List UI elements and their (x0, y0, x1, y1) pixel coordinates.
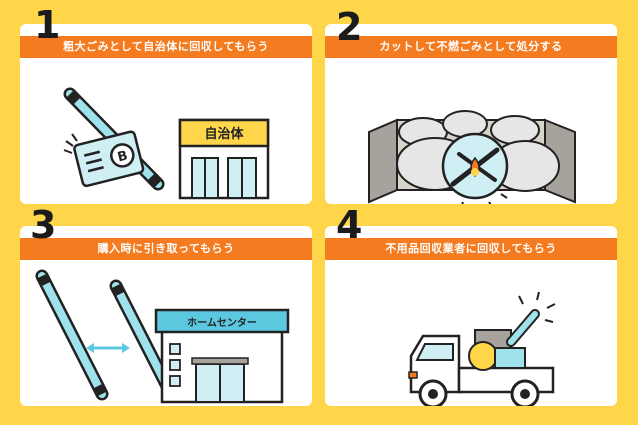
municipal-building-icon: 自治体 (178, 118, 270, 200)
fluorescent-tube-icon (35, 269, 109, 401)
step-3-illustration: ホームセンター (35, 269, 290, 404)
step-2-number: 2 (336, 5, 363, 49)
step-2-illustration (368, 110, 576, 204)
sparkle-icon (518, 291, 556, 323)
municipal-sign: 自治体 (204, 126, 244, 142)
step-4-number: 4 (336, 203, 363, 247)
incombustible-bag-icon (441, 132, 509, 200)
store-sign: ホームセンター (187, 317, 257, 329)
step-1-label: 粗大ごみとして自治体に回収してもらう (20, 36, 312, 58)
step-card-3: 購入時に引き取ってもらう ホームセンター (20, 226, 312, 406)
exchange-arrow-icon (86, 343, 130, 353)
step-1-illustration: B 自治体 (63, 87, 270, 200)
step-1-number: 1 (34, 3, 61, 47)
ticket-card-icon: B (73, 130, 145, 188)
sparkle-icon (63, 133, 78, 154)
step-3-label: 購入時に引き取ってもらう (20, 238, 312, 260)
home-center-store-icon: ホームセンター (154, 308, 290, 404)
sparkle-icon (461, 193, 508, 204)
step-2-label: カットして不燃ごみとして処分する (325, 36, 617, 58)
step-card-1: 粗大ごみとして自治体に回収してもらう B 自治体 (20, 24, 312, 204)
step-4-label: 不用品回収業者に回収してもらう (325, 238, 617, 260)
step-card-2: カットして不燃ごみとして処分する (325, 24, 617, 204)
step-card-4: 不用品回収業者に回収してもらう (325, 226, 617, 406)
step-3-number: 3 (30, 203, 57, 247)
step-4-illustration (408, 291, 556, 406)
pickup-truck-icon (408, 309, 555, 406)
ticket-letter: B (116, 148, 129, 165)
